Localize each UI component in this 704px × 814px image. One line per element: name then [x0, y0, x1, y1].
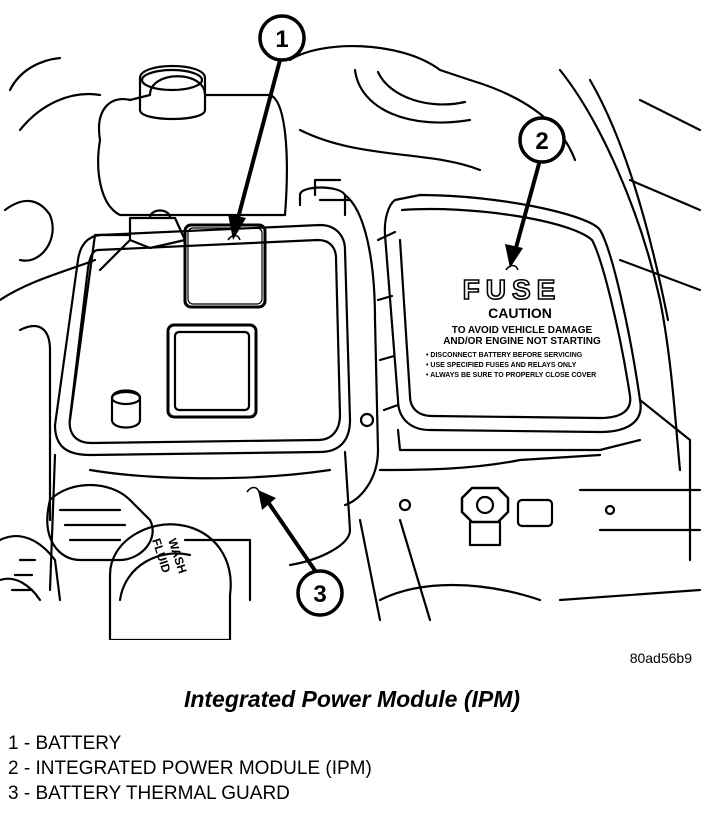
- callout-label-2: 2: [535, 128, 548, 155]
- leader-line-1: [235, 58, 282, 224]
- callout-label-1: 1: [275, 26, 288, 53]
- battery-cap-rear: [166, 323, 258, 419]
- callout-circle-3: [296, 569, 344, 617]
- arrowhead-3: [258, 490, 276, 510]
- fuse-warning-line2: AND/OR ENGINE NOT STARTING: [443, 336, 601, 347]
- fuse-bullet-2: • USE SPECIFIED FUSES AND RELAYS ONLY: [426, 362, 577, 369]
- arrowhead-2: [505, 244, 523, 268]
- legend-item-thermal-guard: 3 - BATTERY THERMAL GUARD: [8, 783, 290, 804]
- battery-terminal: [110, 389, 142, 429]
- legend-list: 1 - BATTERY 2 - INTEGRATED POWER MODULE …: [8, 731, 372, 806]
- arrowhead-1: [228, 214, 246, 240]
- battery-thermal-guard: [48, 450, 352, 592]
- callout-circle-2: [518, 116, 566, 164]
- fuse-word: FUSE: [463, 274, 562, 305]
- fuse-bullet-1: • DISCONNECT BATTERY BEFORE SERVICING: [426, 352, 583, 359]
- callout-label-3: 3: [313, 581, 326, 608]
- battery: [53, 223, 352, 457]
- fuse-warning-line1: TO AVOID VEHICLE DAMAGE: [452, 325, 593, 336]
- alternator: [46, 483, 154, 562]
- fuse-bullet-3: • ALWAYS BE SURE TO PROPERLY CLOSE COVER: [426, 372, 596, 379]
- washer-fluid-cap: [108, 523, 232, 640]
- engine-bay-illustration: FUSE CAUTION TO AVOID VEHICLE DAMAGE AND…: [0, 14, 702, 640]
- battery-cap-front: [183, 223, 267, 309]
- legend-item-battery: 1 - BATTERY: [8, 733, 122, 754]
- fuse-caution: CAUTION: [488, 305, 552, 321]
- leader-line-3: [266, 500, 318, 574]
- figure-caption: Integrated Power Module (IPM): [183, 686, 521, 712]
- mount-bolt: [460, 486, 510, 524]
- leader-line-2: [512, 158, 542, 257]
- figure-code: 80ad56b9: [629, 650, 692, 666]
- legend-item-ipm: 2 - INTEGRATED POWER MODULE (IPM): [8, 758, 372, 779]
- callout-circle-1: [258, 14, 306, 62]
- reservoir-cap: [138, 64, 207, 121]
- battery-cable-clamp: [128, 216, 187, 250]
